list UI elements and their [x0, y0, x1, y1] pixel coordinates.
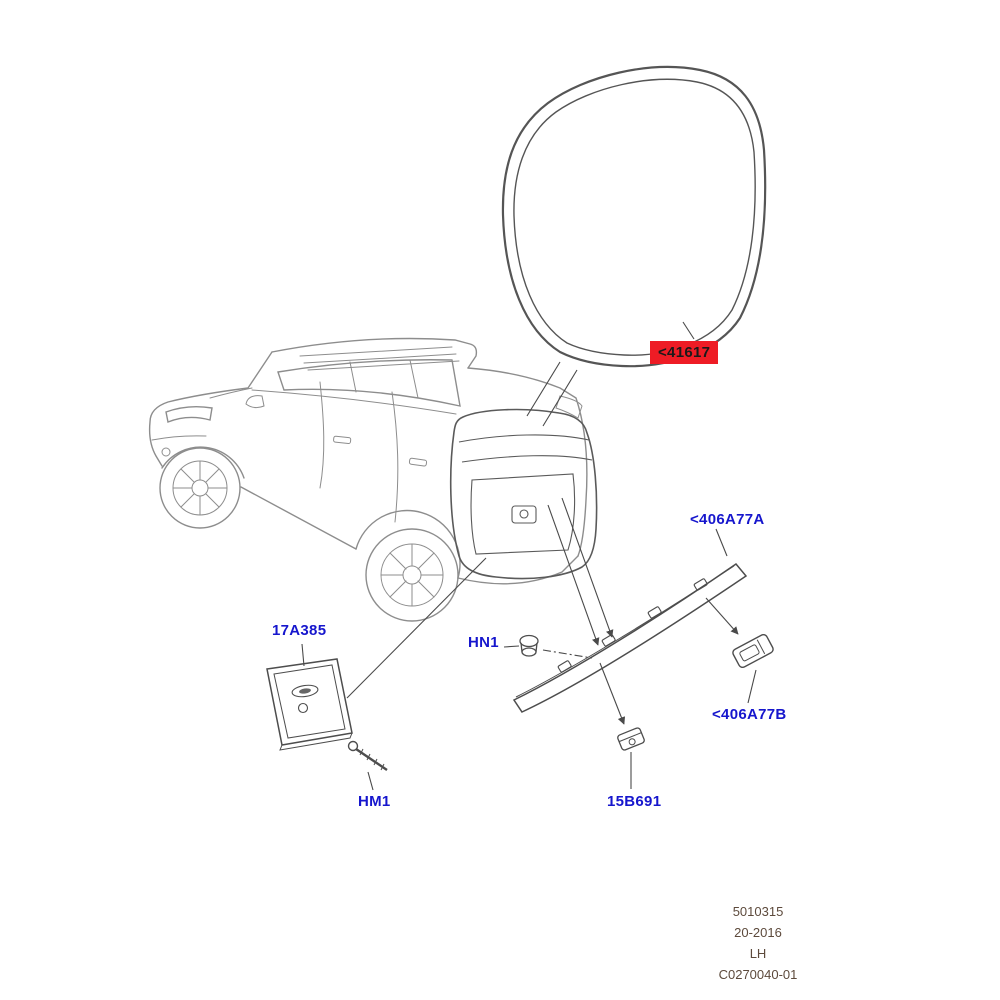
- bracket-drawing: [732, 633, 774, 669]
- plate-plinth-drawing: [266, 658, 353, 751]
- part-label-41617[interactable]: <41617: [650, 341, 719, 364]
- part-label-hm1[interactable]: HM1: [358, 793, 391, 810]
- part-label-15b691[interactable]: 15B691: [607, 793, 662, 810]
- clip-drawing: [617, 727, 645, 751]
- footer-side: LH: [749, 946, 767, 961]
- part-label-hn1[interactable]: HN1: [468, 634, 499, 651]
- tailgate-panel-drawing: [449, 408, 598, 580]
- tailgate-seal-drawing: [501, 65, 767, 368]
- footer-part-number: 5010315: [732, 904, 784, 919]
- leader-lines: [301, 321, 757, 791]
- footer-date: 20-2016: [734, 925, 782, 940]
- nut-drawing: [519, 634, 539, 657]
- part-label-406a77a[interactable]: <406A77A: [690, 511, 765, 528]
- part-label-17a385[interactable]: 17A385: [272, 622, 327, 639]
- drawing-footer: 5010315 20-2016 LH C0270040-01: [688, 901, 828, 985]
- screw-drawing: [347, 740, 388, 771]
- footer-drawing-code: C0270040-01: [718, 967, 798, 982]
- trim-strip-drawing: [512, 562, 748, 713]
- part-label-406a77b[interactable]: <406A77B: [712, 706, 787, 723]
